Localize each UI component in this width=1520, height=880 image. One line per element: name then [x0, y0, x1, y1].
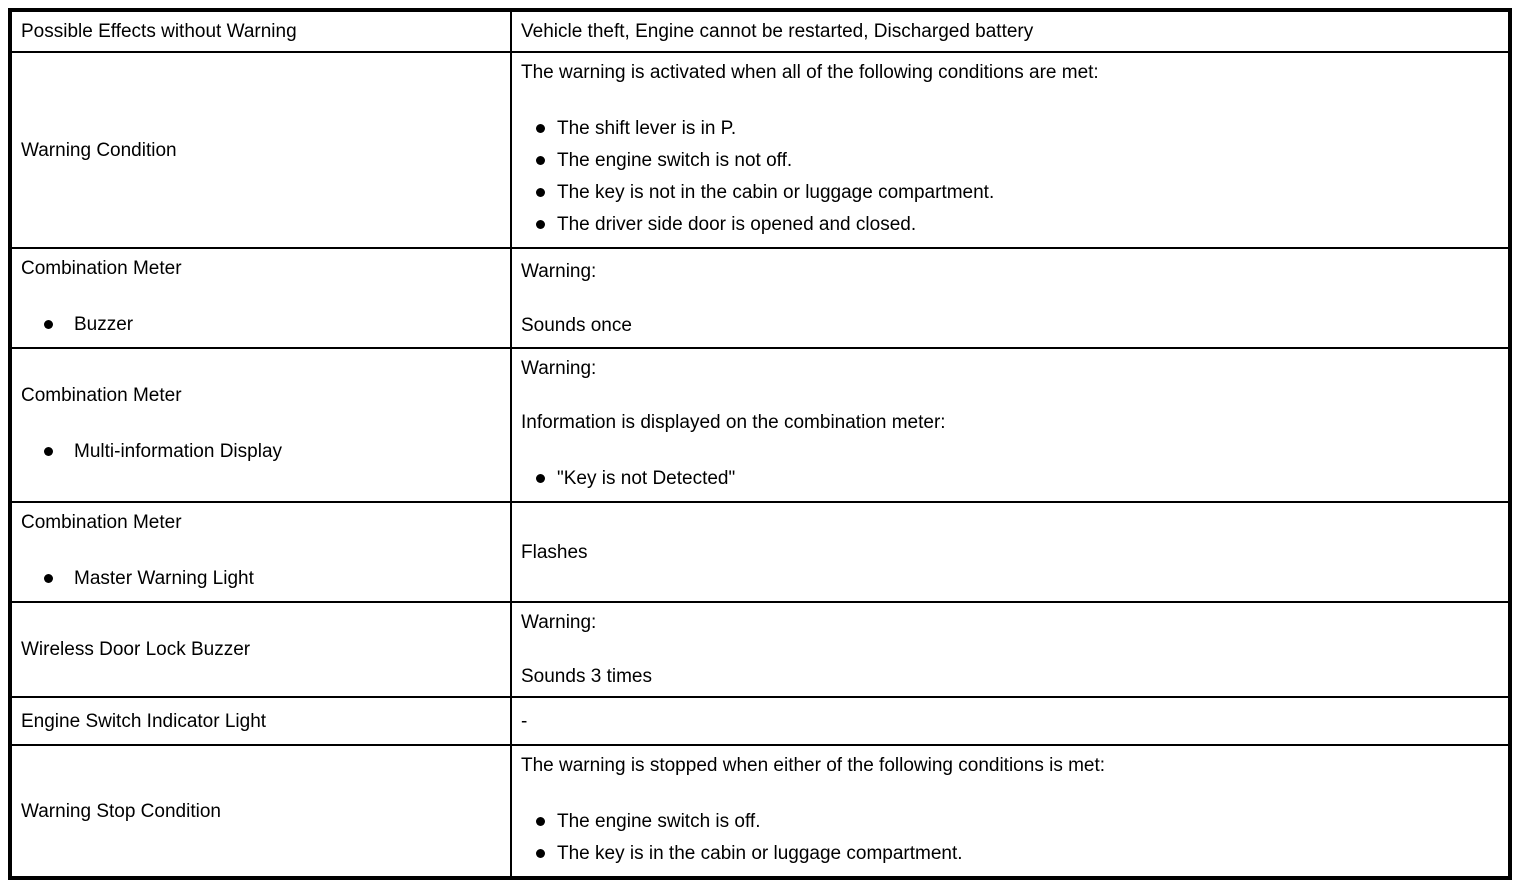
label-cell: Warning Condition — [9, 51, 512, 249]
label-cell: Possible Effects without Warning — [9, 9, 512, 53]
cell-text: Vehicle theft, Engine cannot be restarte… — [521, 21, 1034, 42]
cell-text: Warning: — [521, 358, 597, 379]
row-label: Wireless Door Lock Buzzer — [21, 639, 251, 660]
bullet-text: The driver side door is opened and close… — [557, 214, 917, 235]
row-label: Possible Effects without Warning — [21, 21, 297, 42]
warning-spec-table: Possible Effects without Warning Vehicle… — [8, 8, 1512, 880]
table-row-wireless-door-lock-buzzer: Wireless Door Lock Buzzer Warning: Sound… — [9, 601, 1511, 698]
bullet-text: Buzzer — [74, 314, 134, 335]
bullet-item: The engine switch is off. — [521, 806, 1499, 838]
bullet-icon — [536, 849, 545, 858]
bullet-list: "Key is not Detected" — [521, 463, 1499, 495]
bullet-item: The key is in the cabin or luggage compa… — [521, 838, 1499, 870]
bullet-text: The engine switch is not off. — [557, 150, 793, 171]
bullet-icon — [44, 320, 53, 329]
cell-text: Sounds once — [521, 314, 632, 336]
bullet-text: The key is in the cabin or luggage compa… — [557, 843, 963, 864]
table-row-warning-stop-condition: Warning Stop Condition The warning is st… — [9, 744, 1511, 879]
bullet-item: "Key is not Detected" — [521, 463, 1499, 495]
table-row-possible-effects: Possible Effects without Warning Vehicle… — [9, 9, 1511, 53]
bullet-icon — [536, 124, 545, 133]
table-row-combination-meter-master-warning-light: Combination Meter Master Warning Light F… — [9, 501, 1511, 603]
cell-text: The warning is stopped when either of th… — [521, 755, 1106, 776]
label-cell: Wireless Door Lock Buzzer — [9, 601, 512, 698]
bullet-item: Multi-information Display — [21, 436, 501, 468]
bullet-text: Multi-information Display — [74, 441, 283, 462]
row-label: Warning Condition — [21, 139, 177, 161]
value-cell: The warning is activated when all of the… — [510, 51, 1511, 249]
bullet-text: Master Warning Light — [74, 568, 254, 589]
bullet-icon — [536, 188, 545, 197]
value-cell: Warning: Sounds 3 times — [510, 601, 1511, 698]
bullet-item: Master Warning Light — [21, 563, 501, 595]
bullet-text: The engine switch is off. — [557, 811, 761, 832]
label-cell: Combination Meter Master Warning Light — [9, 501, 512, 603]
value-cell: - — [510, 696, 1511, 746]
label-cell: Engine Switch Indicator Light — [9, 696, 512, 746]
bullet-list: Multi-information Display — [21, 436, 501, 468]
label-cell: Combination Meter Multi-information Disp… — [9, 347, 512, 503]
cell-text: Flashes — [521, 541, 588, 563]
table-row-engine-switch-indicator-light: Engine Switch Indicator Light - — [9, 696, 1511, 746]
value-cell: Flashes — [510, 501, 1511, 603]
value-cell: Warning: Information is displayed on the… — [510, 347, 1511, 503]
bullet-text: The key is not in the cabin or luggage c… — [557, 182, 995, 203]
bullet-icon — [536, 474, 545, 483]
row-label: Combination Meter — [21, 258, 182, 279]
row-label: Engine Switch Indicator Light — [21, 710, 267, 732]
bullet-text: "Key is not Detected" — [557, 468, 736, 489]
row-label: Combination Meter — [21, 512, 182, 533]
table-row-combination-meter-buzzer: Combination Meter Buzzer Warning: Sounds… — [9, 247, 1511, 349]
bullet-icon — [536, 156, 545, 165]
cell-text: Information is displayed on the combinat… — [521, 412, 946, 433]
bullet-list: The shift lever is in P. The engine swit… — [521, 113, 1499, 241]
bullet-list: Master Warning Light — [21, 563, 501, 595]
bullet-item: The engine switch is not off. — [521, 145, 1499, 177]
cell-text: Sounds 3 times — [521, 666, 652, 687]
label-cell: Warning Stop Condition — [9, 744, 512, 879]
bullet-item: The key is not in the cabin or luggage c… — [521, 177, 1499, 209]
bullet-icon — [536, 220, 545, 229]
value-cell: Warning: Sounds once — [510, 247, 1511, 349]
bullet-list: Buzzer — [21, 309, 501, 341]
bullet-item: The driver side door is opened and close… — [521, 209, 1499, 241]
cell-text: - — [521, 710, 528, 732]
table-row-combination-meter-multi-information-display: Combination Meter Multi-information Disp… — [9, 347, 1511, 503]
cell-text: Warning: — [521, 612, 597, 633]
bullet-item: Buzzer — [21, 309, 501, 341]
row-label: Combination Meter — [21, 385, 182, 406]
cell-text: Warning: — [521, 260, 597, 282]
bullet-text: The shift lever is in P. — [557, 118, 737, 139]
bullet-icon — [536, 817, 545, 826]
bullet-icon — [44, 574, 53, 583]
bullet-icon — [44, 447, 53, 456]
value-cell: The warning is stopped when either of th… — [510, 744, 1511, 879]
bullet-item: The shift lever is in P. — [521, 113, 1499, 145]
label-cell: Combination Meter Buzzer — [9, 247, 512, 349]
row-label: Warning Stop Condition — [21, 800, 221, 822]
table-row-warning-condition: Warning Condition The warning is activat… — [9, 51, 1511, 249]
cell-text: The warning is activated when all of the… — [521, 62, 1099, 83]
value-cell: Vehicle theft, Engine cannot be restarte… — [510, 9, 1511, 53]
bullet-list: The engine switch is off. The key is in … — [521, 806, 1499, 870]
